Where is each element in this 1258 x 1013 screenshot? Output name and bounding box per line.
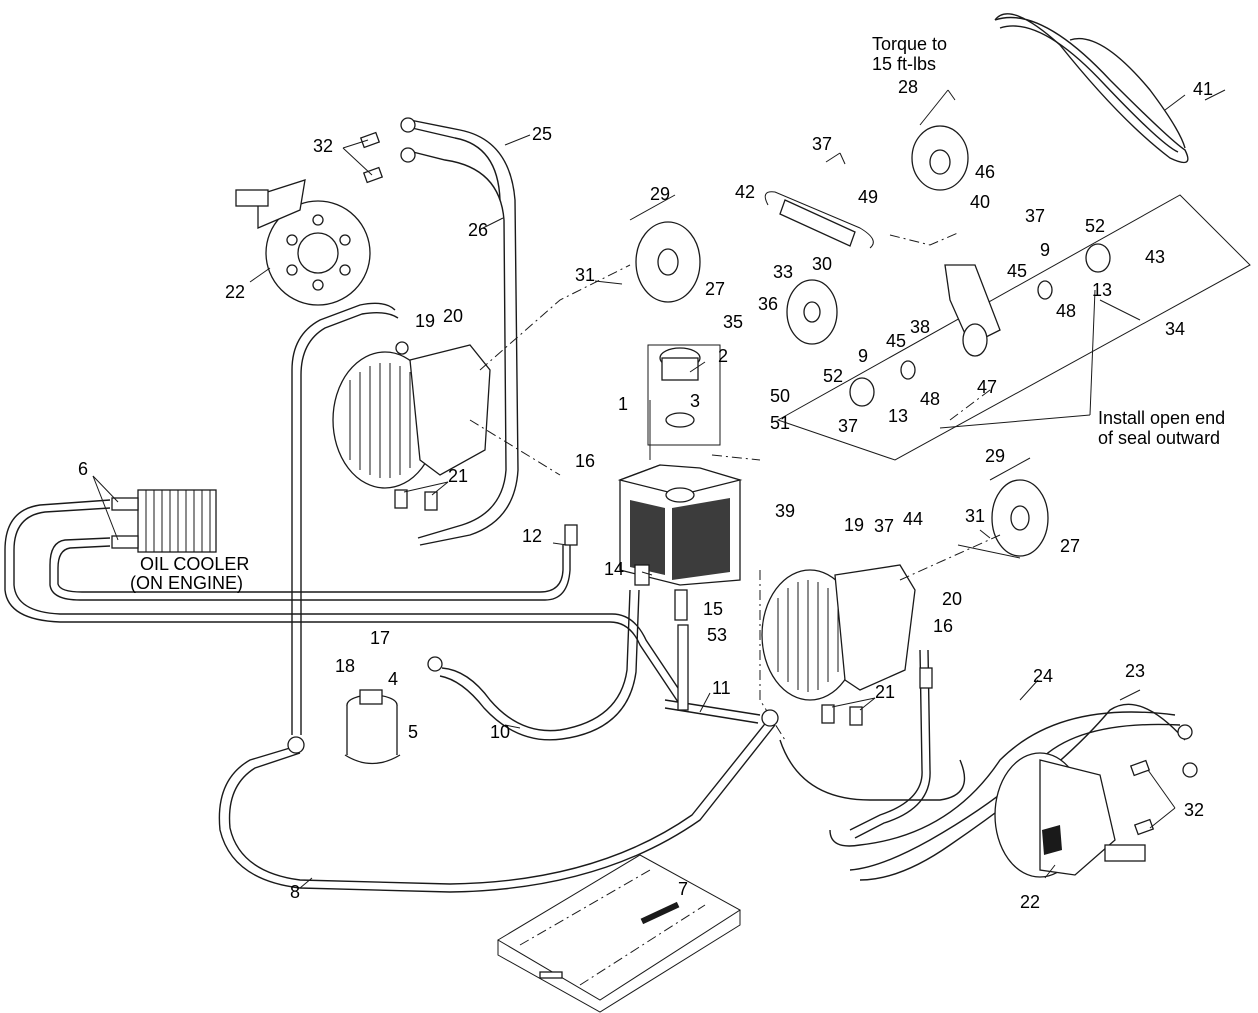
- callout-31b: 31: [965, 506, 985, 526]
- callout-5: 5: [408, 722, 418, 742]
- seal-note-line1: Install open end: [1098, 408, 1225, 428]
- callout-29b: 29: [985, 446, 1005, 466]
- torque-note-line1: Torque to: [872, 34, 947, 54]
- callout-32b: 32: [1184, 800, 1204, 820]
- callout-20b: 20: [942, 589, 962, 609]
- fittings: [287, 117, 1198, 836]
- callout-29a: 29: [650, 184, 670, 204]
- callout-37c: 37: [838, 416, 858, 436]
- callout-6: 6: [78, 459, 88, 479]
- callout-39: 39: [775, 501, 795, 521]
- callout-4: 4: [388, 669, 398, 689]
- callout-45a: 45: [1007, 261, 1027, 281]
- callout-51: 51: [770, 413, 790, 433]
- hose-lines: [4, 119, 1186, 893]
- pulley-40: [911, 125, 969, 191]
- callout-37a: 37: [812, 134, 832, 154]
- callout-35: 35: [723, 312, 743, 332]
- callout-27b: 27: [1060, 536, 1080, 556]
- callout-8: 8: [290, 882, 300, 902]
- callout-52b: 52: [823, 366, 843, 386]
- callout-38: 38: [910, 317, 930, 337]
- callout-36: 36: [758, 294, 778, 314]
- callout-49: 49: [858, 187, 878, 207]
- annotation-notes: Torque to 15 ft-lbs Install open end of …: [130, 34, 1225, 593]
- callout-3: 3: [690, 391, 700, 411]
- leader-lines: [92, 89, 1226, 889]
- callout-48a: 48: [1056, 301, 1076, 321]
- callout-34: 34: [1165, 319, 1185, 339]
- callout-19b: 19: [844, 515, 864, 535]
- oil-cooler-label-line1: OIL COOLER: [140, 554, 249, 574]
- callout-16b: 16: [933, 616, 953, 636]
- callout-28: 28: [898, 77, 918, 97]
- callout-16a: 16: [575, 451, 595, 471]
- hydraulic-pump-lower: [761, 564, 916, 726]
- callout-19a: 19: [415, 311, 435, 331]
- callout-46: 46: [975, 162, 995, 182]
- callout-9b: 9: [1040, 240, 1050, 260]
- wheel-motor-upper: [235, 179, 371, 306]
- pulley-27-lower: [991, 479, 1049, 557]
- hydraulic-tank: [617, 344, 743, 711]
- callout-25: 25: [532, 124, 552, 144]
- callout-11: 11: [712, 678, 731, 698]
- callout-1: 1: [618, 394, 628, 414]
- callout-45b: 45: [886, 331, 906, 351]
- callout-50: 50: [770, 386, 790, 406]
- callout-23: 23: [1125, 661, 1145, 681]
- callout-37d: 37: [874, 516, 894, 536]
- callout-22a: 22: [225, 282, 245, 302]
- callout-13b: 13: [1092, 280, 1112, 300]
- callout-labels: 1 2 3 4 5 6 7 8 9 9 10 11 12 13 13 14 15…: [78, 77, 1213, 912]
- callout-21b: 21: [875, 682, 895, 702]
- mounting-plate: [497, 854, 741, 1013]
- wheel-motor-lower: [994, 752, 1146, 878]
- callout-20a: 20: [443, 306, 463, 326]
- callout-13a: 13: [888, 406, 908, 426]
- callout-44: 44: [903, 509, 923, 529]
- callout-12: 12: [522, 526, 542, 546]
- centerlines: [469, 231, 1001, 741]
- callout-32a: 32: [313, 136, 333, 156]
- callout-2: 2: [718, 346, 728, 366]
- oil-cooler-label-line2: (ON ENGINE): [130, 573, 243, 593]
- callout-27a: 27: [705, 279, 725, 299]
- callout-7: 7: [678, 879, 688, 899]
- callout-21a: 21: [448, 466, 468, 486]
- callout-24: 24: [1033, 666, 1053, 686]
- callout-37b: 37: [1025, 206, 1045, 226]
- idler-33: [786, 279, 838, 345]
- callout-15: 15: [703, 599, 723, 619]
- callout-14: 14: [604, 559, 624, 579]
- callout-18: 18: [335, 656, 355, 676]
- callout-41: 41: [1193, 79, 1213, 99]
- oil-cooler: [111, 489, 217, 553]
- spring: [764, 191, 874, 249]
- oil-filter: [344, 689, 401, 765]
- callout-53: 53: [707, 625, 727, 645]
- torque-note-line2: 15 ft-lbs: [872, 54, 936, 74]
- callout-40: 40: [970, 192, 990, 212]
- callout-31a: 31: [575, 265, 595, 285]
- callout-33: 33: [773, 262, 793, 282]
- callout-52a: 52: [1085, 216, 1105, 236]
- callout-26: 26: [468, 220, 488, 240]
- callout-17: 17: [370, 628, 390, 648]
- callout-22b: 22: [1020, 892, 1040, 912]
- callout-43: 43: [1145, 247, 1165, 267]
- idler-assembly-outline: [776, 194, 1251, 461]
- callout-9a: 9: [858, 346, 868, 366]
- callout-10: 10: [490, 722, 510, 742]
- hydraulic-pump-upper: [332, 341, 491, 511]
- drive-belt: [994, 13, 1189, 164]
- pulley-27-upper: [635, 221, 701, 303]
- seal-note-line2: of seal outward: [1098, 428, 1220, 448]
- callout-30: 30: [812, 254, 832, 274]
- callout-47: 47: [977, 377, 997, 397]
- callout-42: 42: [735, 182, 755, 202]
- callout-48b: 48: [920, 389, 940, 409]
